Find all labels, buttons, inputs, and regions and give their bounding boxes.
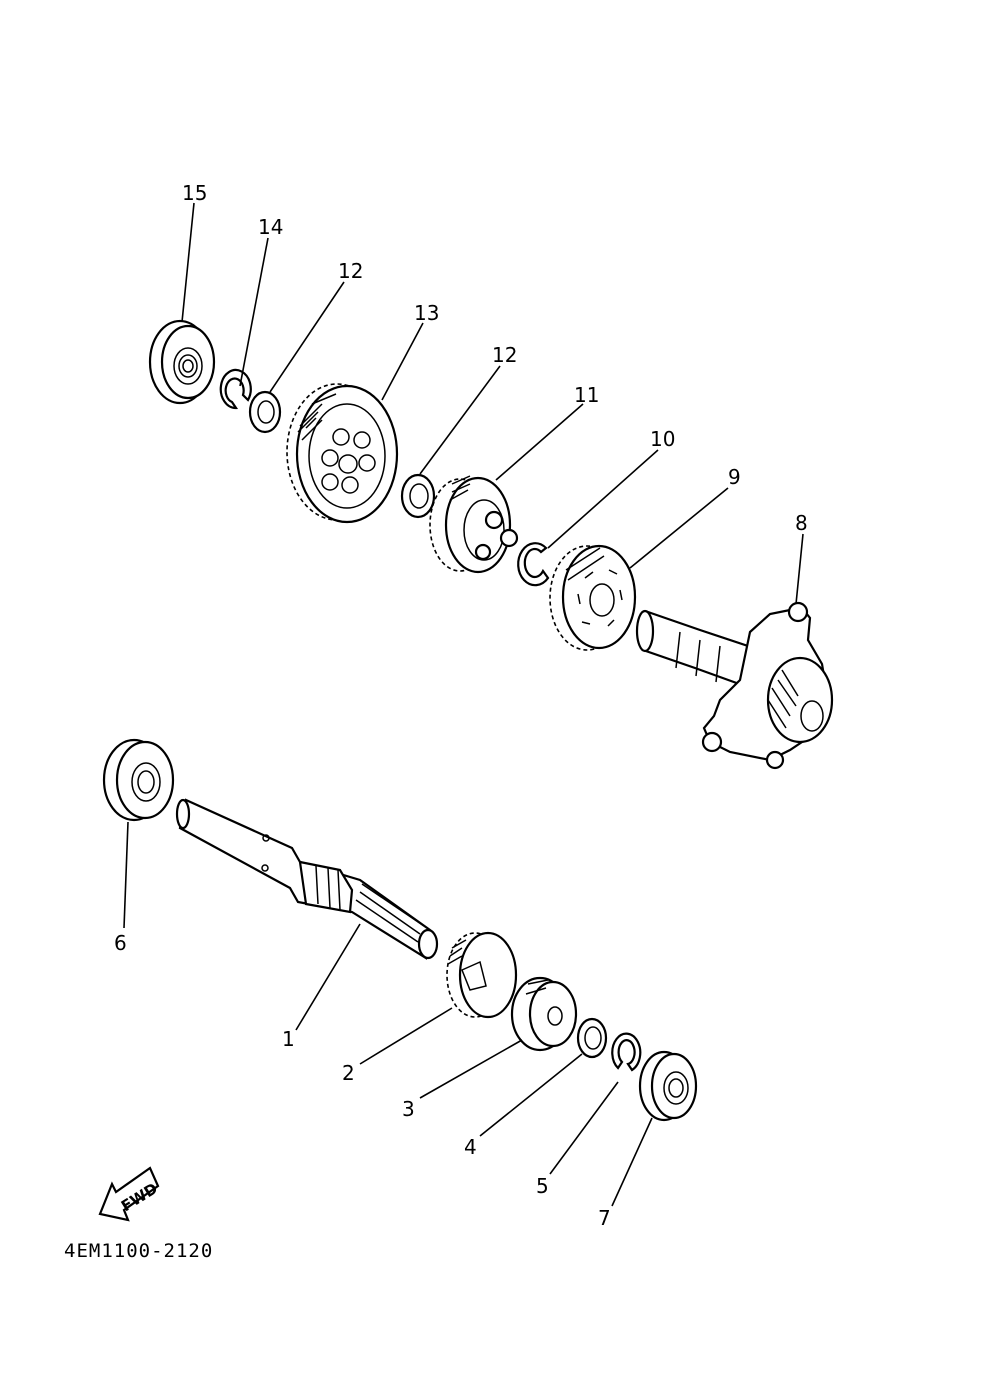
callout-3: 3	[402, 1097, 415, 1121]
part-14-circlip	[219, 368, 252, 410]
part-6-bearing	[102, 738, 175, 822]
callout-2: 2	[342, 1061, 355, 1085]
part-3-gear	[510, 976, 578, 1052]
callout-12-upper: 12	[338, 259, 363, 283]
part-2-gear	[446, 931, 518, 1019]
callout-4: 4	[464, 1135, 477, 1159]
part-9-slotted-gear	[549, 544, 637, 651]
part-4-washer	[576, 1017, 608, 1059]
callout-9: 9	[728, 465, 741, 489]
callout-15: 15	[182, 181, 207, 205]
part-1-main-shaft	[175, 798, 439, 960]
callout-12-lower: 12	[492, 343, 517, 367]
callout-10: 10	[650, 427, 675, 451]
callout-6: 6	[114, 931, 127, 955]
callout-1: 1	[282, 1027, 295, 1051]
part-12-washer-lower	[400, 473, 436, 519]
part-13-gear	[286, 383, 399, 524]
callout-7: 7	[598, 1206, 611, 1230]
part-15-bearing	[148, 319, 216, 405]
callout-13: 13	[414, 301, 439, 325]
callout-14: 14	[258, 215, 283, 239]
callout-11: 11	[574, 383, 599, 407]
leader-lines	[123, 202, 804, 1207]
part-5-circlip	[611, 1032, 642, 1072]
callout-8: 8	[795, 511, 808, 535]
part-8-output-shaft	[635, 601, 834, 770]
callout-5: 5	[536, 1174, 549, 1198]
part-10-circlip	[517, 542, 550, 587]
part-7-bearing	[638, 1050, 698, 1122]
part-11-clutch-hub	[429, 475, 519, 574]
diagram-code: 4EM1100-2120	[64, 1240, 214, 1262]
callouts: 15 14 12 13 12 11 10 9 8 6 1 2 3 4 5 7	[114, 181, 808, 1230]
part-12-washer-upper	[248, 390, 282, 434]
fwd-arrow-icon: FWD	[98, 1166, 161, 1222]
